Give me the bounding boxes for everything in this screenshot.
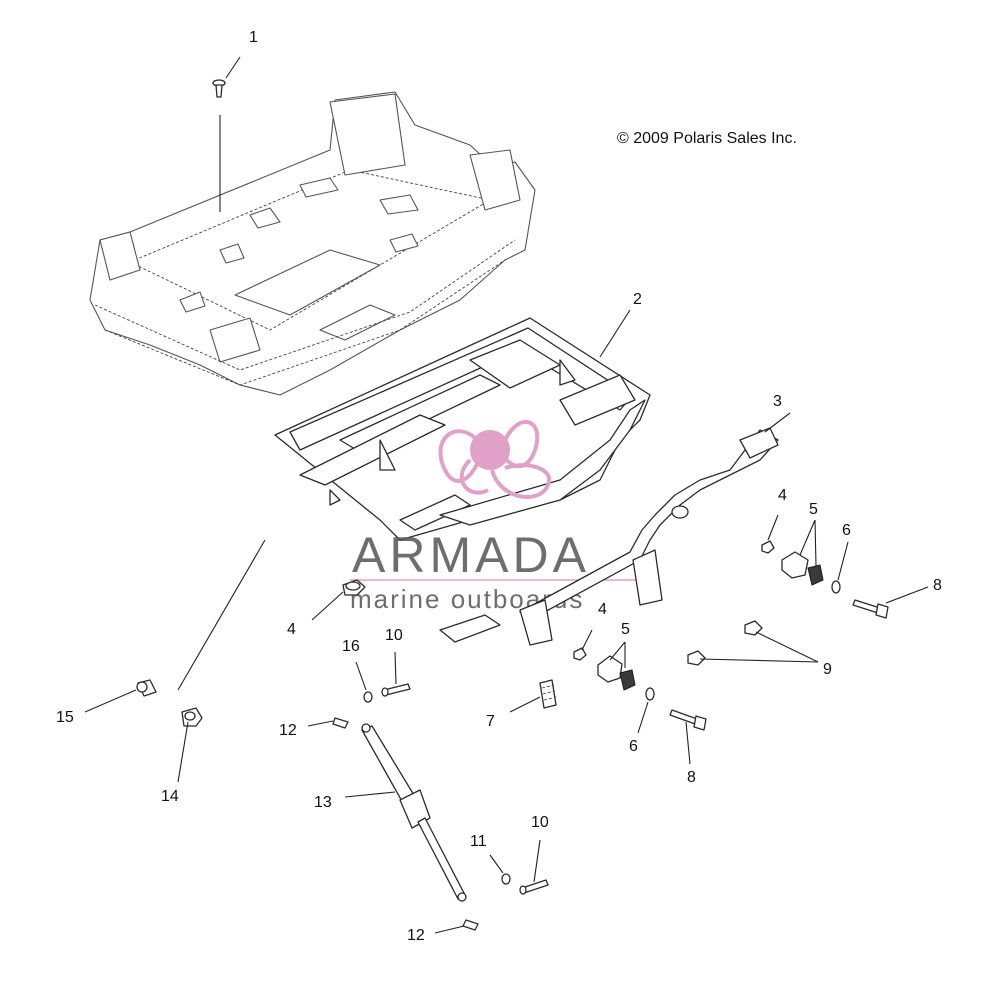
callout-5-b: 5 xyxy=(621,621,630,638)
grommet-part xyxy=(181,707,203,727)
bushing-part-b xyxy=(597,655,636,691)
callout-15: 15 xyxy=(56,709,74,726)
clip-part-a xyxy=(332,717,349,729)
nut-part-b xyxy=(761,540,775,554)
bushing-part-a xyxy=(781,551,824,586)
spring-part xyxy=(539,679,557,709)
plug-part xyxy=(136,679,157,697)
callout-4-b: 4 xyxy=(287,621,296,638)
latch-rod-part xyxy=(439,427,779,646)
callout-4-a: 4 xyxy=(778,487,787,504)
callout-2: 2 xyxy=(633,291,642,308)
callout-labels: 1 2 3 4 4 4 5 5 6 6 7 8 8 9 10 10 11 12 … xyxy=(56,29,942,944)
clip-part-b xyxy=(462,919,479,931)
callout-11: 11 xyxy=(470,833,487,850)
nut-part-c xyxy=(573,647,587,661)
copyright-text: © 2009 Polaris Sales Inc. xyxy=(617,130,797,147)
washer-part-c xyxy=(501,873,511,885)
bolt-part-b xyxy=(669,709,707,731)
bolt-part-a xyxy=(852,599,889,619)
callout-1: 1 xyxy=(249,29,258,46)
flange-nut-part-b xyxy=(687,650,706,666)
watermark-brand: ARMADA xyxy=(352,527,590,583)
washer-part-a xyxy=(831,580,841,594)
washer-part-b xyxy=(645,687,655,701)
callout-6-b: 6 xyxy=(629,738,638,755)
callout-9: 9 xyxy=(823,661,832,678)
callout-14: 14 xyxy=(161,788,179,805)
callout-12-a: 12 xyxy=(279,722,297,739)
callout-6-a: 6 xyxy=(842,522,851,539)
flange-nut-part-a xyxy=(744,620,763,636)
leader-lines xyxy=(84,56,929,934)
callout-13: 13 xyxy=(314,794,332,811)
callout-10-b: 10 xyxy=(531,814,549,831)
washer-part-d xyxy=(363,691,373,703)
callout-7: 7 xyxy=(486,713,495,730)
screw-part xyxy=(212,79,226,98)
pin-part-a xyxy=(381,683,411,697)
callout-16: 16 xyxy=(342,638,360,655)
gas-strut-part xyxy=(361,723,467,902)
pin-part-b xyxy=(519,879,549,895)
cargo-box-part xyxy=(89,91,536,396)
frame-part xyxy=(274,317,651,541)
callout-4-c: 4 xyxy=(598,601,607,618)
callout-8-b: 8 xyxy=(687,769,696,786)
nut-part-a xyxy=(342,579,366,596)
callout-3: 3 xyxy=(773,393,782,410)
callout-10-a: 10 xyxy=(385,627,403,644)
callout-5-a: 5 xyxy=(809,501,818,518)
armada-propeller-logo xyxy=(438,419,552,499)
callout-8-a: 8 xyxy=(933,577,942,594)
callout-12-b: 12 xyxy=(407,927,425,944)
